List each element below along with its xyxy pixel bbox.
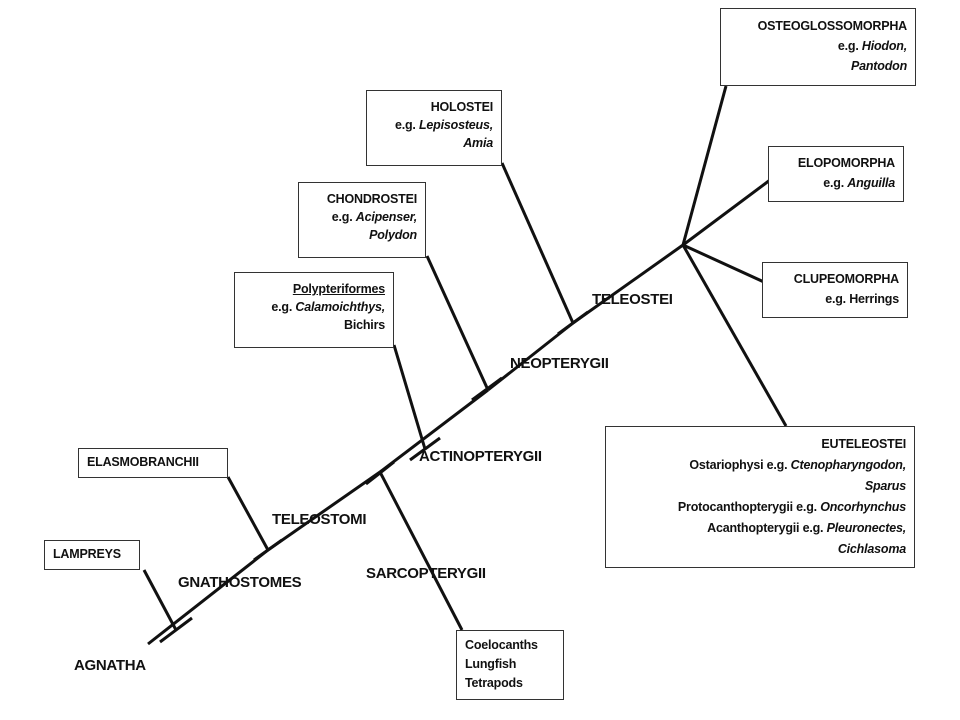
box-euteleostei-r4-eg: e.g. [802, 521, 824, 535]
box-polypteriformes-species-1: Calamoichthys, [295, 300, 385, 314]
box-clupeomorpha-line-2: e.g. Herrings [825, 292, 899, 306]
box-holostei: HOLOSTEI e.g. Lepisosteus, Amia [366, 90, 502, 166]
branch-elopomorpha [682, 178, 771, 247]
node-label-actinopterygii: ACTINOPTERYGII [419, 448, 542, 465]
box-sarco-line-2: Lungfish [465, 657, 517, 671]
branch-euteleostei [681, 244, 788, 427]
node-label-gnathostomes: GNATHOSTOMES [178, 574, 302, 591]
box-polypteriformes-line-3: Bichirs [344, 318, 385, 332]
box-sarco-line-3: Tetrapods [465, 676, 523, 690]
branch-chondrostei [425, 255, 490, 391]
box-chondrostei-species-1: Acipenser, [355, 210, 417, 224]
box-osteoglossomorpha-species-2: Pantodon [850, 59, 907, 73]
node-label-teleostomi: TELEOSTOMI [272, 511, 367, 528]
node-label-neopterygii: NEOPTERYGII [510, 355, 609, 372]
box-euteleostei-r2-species: Sparus [864, 479, 906, 493]
box-elopomorpha: ELOPOMORPHA e.g. Anguilla [768, 146, 904, 202]
branch-lampreys [142, 569, 178, 631]
box-euteleostei-r4-species: Pleuronectes, [826, 521, 907, 535]
branch-clupeomorpha [682, 243, 765, 284]
box-clupeomorpha: CLUPEOMORPHA e.g. Herrings [762, 262, 908, 318]
branch-osteoglossomorpha [681, 85, 728, 246]
box-sarco-line-1: Coelocanths [465, 638, 538, 652]
box-holostei-title: HOLOSTEI [430, 100, 493, 114]
branch-elasmobranchii [226, 476, 270, 551]
box-sarcopterygii-members: Coelocanths Lungfish Tetrapods [456, 630, 564, 700]
box-holostei-eg: e.g. [394, 118, 416, 132]
box-euteleostei: EUTELEOSTEI Ostariophysi e.g. Ctenophary… [605, 426, 915, 568]
box-elopomorpha-eg: e.g. [823, 176, 844, 190]
box-chondrostei: CHONDROSTEI e.g. Acipenser, Polydon [298, 182, 426, 258]
box-holostei-species-1: Lepisosteus, [418, 118, 493, 132]
node-label-sarcopterygii: SARCOPTERYGII [366, 565, 486, 582]
box-euteleostei-r3-label: Protocanthopterygii [677, 500, 793, 514]
box-chondrostei-species-2: Polydon [369, 228, 417, 242]
box-elopomorpha-species-1: Anguilla [847, 176, 895, 190]
branch-sarcopterygii [378, 471, 464, 631]
box-euteleostei-r1-species: Ctenopharyngodon, [790, 458, 907, 472]
box-elopomorpha-title: ELOPOMORPHA [797, 156, 895, 170]
box-euteleostei-r3-eg: e.g. [796, 500, 817, 514]
box-polypteriformes: Polypteriformes e.g. Calamoichthys, Bich… [234, 272, 394, 348]
box-holostei-species-2: Amia [463, 136, 493, 150]
box-euteleostei-r1-label: Ostariophysi [689, 458, 764, 472]
box-polypteriformes-eg: e.g. [271, 300, 293, 314]
node-label-teleostei: TELEOSTEI [592, 291, 673, 308]
box-elasmobranchii-title: ELASMOBRANCHII [87, 455, 199, 469]
trunk-segment-agnatha [147, 548, 269, 646]
trunk-segment-teleostei [572, 243, 684, 325]
box-lampreys: LAMPREYS [44, 540, 140, 570]
box-euteleostei-r5-species: Cichlasoma [837, 542, 906, 556]
box-elasmobranchii: ELASMOBRANCHII [78, 448, 228, 478]
box-euteleostei-r4-label: Acanthopterygii [707, 521, 800, 535]
box-osteoglossomorpha: OSTEOGLOSSOMORPHA e.g. Hiodon, Pantodon [720, 8, 916, 86]
box-osteoglossomorpha-eg: e.g. [837, 39, 859, 53]
trunk-segment-teleostomi [379, 388, 489, 474]
node-label-agnatha: AGNATHA [74, 657, 146, 674]
branch-polypteriformes [392, 344, 427, 450]
box-euteleostei-title: EUTELEOSTEI [821, 437, 906, 451]
box-lampreys-title: LAMPREYS [53, 547, 121, 561]
box-euteleostei-r3-species: Oncorhynchus [820, 500, 906, 514]
box-clupeomorpha-title: CLUPEOMORPHA [793, 272, 899, 286]
box-chondrostei-title: CHONDROSTEI [326, 192, 417, 206]
box-osteoglossomorpha-title: OSTEOGLOSSOMORPHA [757, 19, 908, 33]
branch-holostei [500, 162, 575, 324]
box-chondrostei-eg: e.g. [331, 210, 353, 224]
box-osteoglossomorpha-species-1: Hiodon, [861, 39, 907, 53]
trunk-segment-gnathostomes [267, 470, 381, 552]
box-polypteriformes-title: Polypteriformes [292, 282, 385, 296]
box-euteleostei-r1-eg: e.g. [766, 458, 788, 472]
